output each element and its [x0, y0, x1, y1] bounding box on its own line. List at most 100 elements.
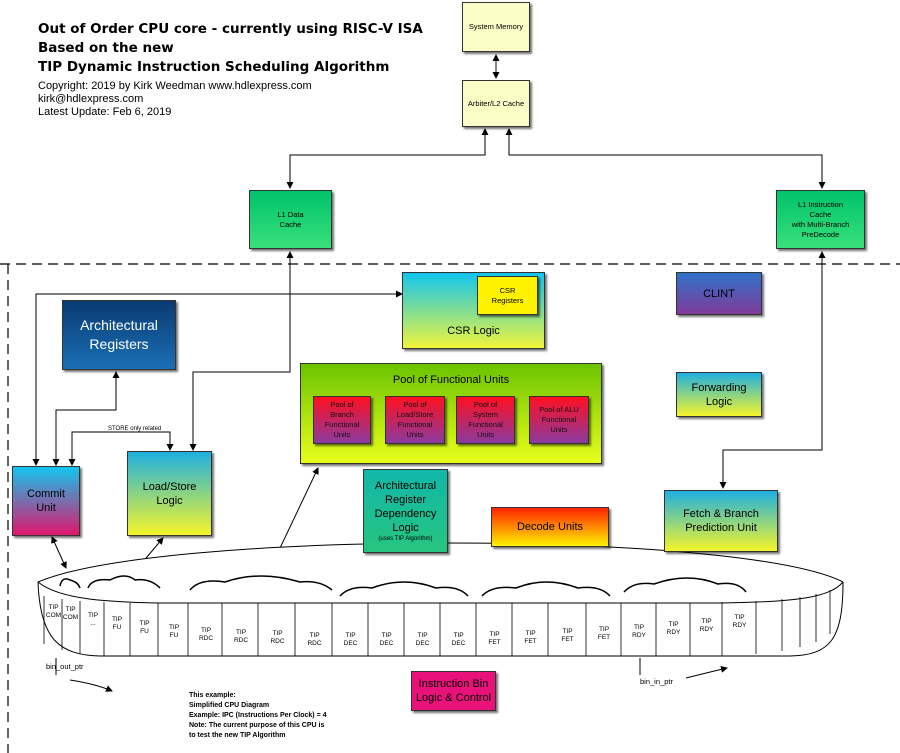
ard-label-line: Architectural — [374, 479, 437, 492]
load-store-logic-block: Load/Store Logic — [127, 451, 212, 536]
bin-in-ptr-label: bin_in_ptr — [640, 677, 673, 686]
update-line: Latest Update: Feb 6, 2019 — [38, 106, 172, 118]
title-line: TIP Dynamic Instruction Scheduling Algor… — [38, 59, 390, 75]
pool-unit-line: Pool of — [403, 400, 427, 409]
l1-data-label-line: Cache — [279, 219, 302, 229]
pool-unit-line: Functional — [324, 420, 360, 429]
load-store-label-line: Load/Store — [142, 480, 197, 493]
decode-units-block: Decode Units — [491, 507, 609, 547]
ard-note: (uses TIP Algorithm) — [378, 535, 433, 542]
l1-instruction-cache-block: L1 Instruction Cache with Multi-Branch P… — [776, 190, 865, 249]
diagram-title: Out of Order CPU core - currently using … — [38, 20, 423, 77]
l1instr-fetch-link — [719, 251, 826, 489]
arch-registers-label-line: Architectural — [80, 317, 158, 333]
forwarding-label-line: Logic — [705, 395, 733, 408]
ring-front — [37, 581, 844, 657]
pool-unit-line: Units — [333, 430, 351, 439]
branch-unit-pool: Pool of Branch Functional Units — [313, 396, 371, 444]
note-line: to test the new TIP Algorithm — [189, 732, 286, 739]
l1-instr-label-line: L1 Instruction — [797, 199, 844, 209]
pool-unit-line: Units — [406, 430, 424, 439]
arbiter-l1instr-link — [505, 128, 826, 189]
ring-group-braces — [59, 575, 747, 597]
bin-out-ptr-label: bin_out_ptr — [46, 662, 84, 671]
l1-instr-label-line: Cache — [809, 209, 832, 219]
l1-instr-label-line: with Multi-Branch — [791, 219, 850, 229]
ring-slot-dividers — [43, 590, 831, 656]
pool-unit-line: Functional — [397, 420, 433, 429]
commit-ring-link — [51, 536, 67, 569]
system-memory-block: System Memory — [462, 2, 530, 52]
instruction-bin-ring — [37, 542, 844, 657]
pool-unit-line: Load/Store — [396, 410, 434, 419]
pool-unit-line: Branch — [330, 410, 354, 419]
note-line: This example: — [189, 692, 236, 699]
csr-registers-label-line: Registers — [491, 295, 524, 305]
ard-label-line: Register — [385, 493, 426, 506]
l1-instr-label-line: PreDecode — [801, 229, 840, 239]
pool-unit-line: Pool of — [330, 400, 354, 409]
csr-registers-block: CSR Registers — [477, 276, 538, 315]
note-line: Example: IPC (Instructions Per Clock) = … — [189, 712, 327, 719]
pool-unit-line: Pool of ALU — [539, 405, 579, 414]
arbiter-label: Arbiter/L2 Cache — [467, 98, 525, 108]
clint-label: CLINT — [703, 287, 735, 300]
forwarding-logic-block: Forwarding Logic — [676, 372, 762, 417]
example-note: This example: Simplified CPU Diagram Exa… — [189, 691, 327, 741]
ard-label-line: Logic — [392, 521, 419, 534]
bin-logic-label-line: Logic & Control — [415, 692, 492, 704]
l1-data-label-line: L1 Data — [277, 209, 304, 219]
fetch-label-line: Prediction Unit — [685, 522, 757, 534]
l1-data-cache-block: L1 Data Cache — [249, 190, 332, 249]
clint-block: CLINT — [676, 272, 762, 315]
instruction-bin-logic-block: Instruction Bin Logic & Control — [411, 671, 496, 711]
decode-label: Decode Units — [516, 521, 584, 533]
forwarding-label-line: Forwarding — [691, 381, 747, 394]
copyright-line: Copyright: 2019 by Kirk Weedman www.hdle… — [38, 80, 312, 92]
commit-label-line: Commit — [27, 488, 65, 500]
title-line: Out of Order CPU core - currently using … — [38, 21, 423, 37]
note-line: Note: The current purpose of this CPU is — [189, 722, 325, 729]
store-only-note: STORE only related — [108, 426, 162, 432]
fetch-label-line: Fetch & Branch — [683, 508, 759, 520]
system-memory-label: System Memory — [468, 22, 524, 31]
pool-unit-line: System — [472, 410, 498, 419]
ring-slot: TIP... — [87, 612, 99, 627]
arbiter-l2-block: Arbiter/L2 Cache — [462, 80, 530, 127]
pool-unit-line: Functional — [541, 415, 577, 424]
csr-registers-label-line: CSR — [499, 285, 516, 295]
arch-registers-label-line: Registers — [89, 336, 149, 352]
commit-label-line: Unit — [36, 502, 56, 514]
architectural-registers-block: Architectural Registers — [62, 300, 176, 370]
pool-title: Pool of Functional Units — [392, 374, 510, 386]
bin-logic-label-line: Instruction Bin — [418, 678, 489, 690]
commit-archreg-link — [52, 371, 120, 466]
pool-unit-line: Pool of — [473, 400, 498, 409]
pool-unit-line: Units — [476, 430, 495, 439]
commit-loadstore-link — [68, 431, 174, 466]
commit-unit-block: Commit Unit — [12, 466, 80, 536]
load-store-unit-pool: Pool of Load/Store Functional Units — [385, 396, 445, 444]
pool-unit-line: Units — [550, 425, 568, 434]
note-line: Simplified CPU Diagram — [189, 702, 270, 709]
email-line: kirk@hdlexpress.com — [38, 93, 144, 105]
bin-out-ptr-arrow — [69, 679, 113, 692]
fetch-branch-prediction-block: Fetch & Branch Prediction Unit — [664, 490, 778, 552]
